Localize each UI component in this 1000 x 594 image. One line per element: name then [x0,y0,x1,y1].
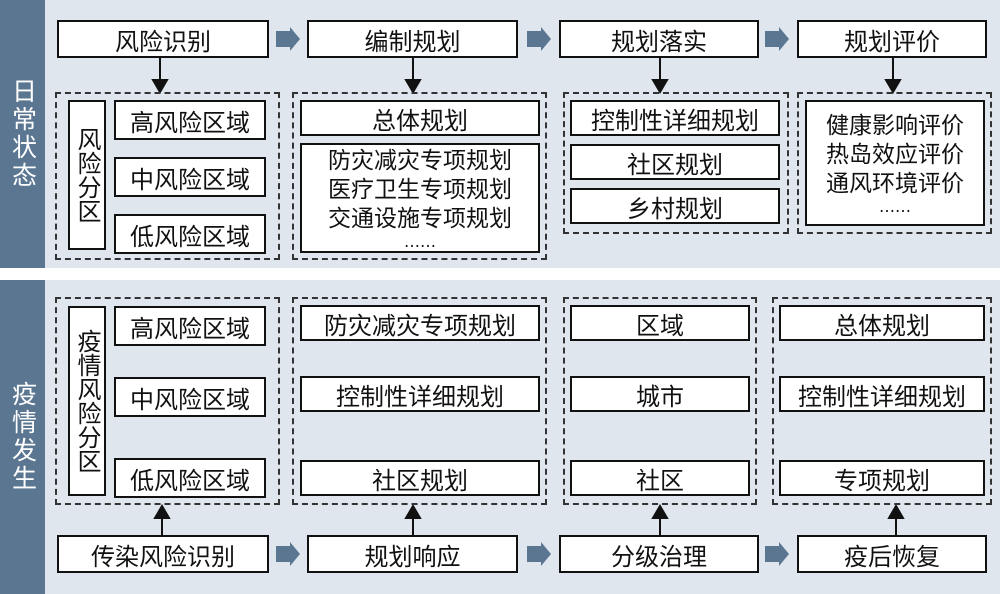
bottom-plan-response-group [292,297,547,505]
normal-state-label: 日常状态 [0,0,45,268]
footer-infection-risk-identification: 传染风险识别 [57,535,269,573]
top-special-plans-list: 防灾减灾专项规划 医疗卫生专项规划 交通设施专项规划 …… [300,143,540,253]
bottom-epidemic-zoning-group [55,297,280,505]
top-evaluation-list: 健康影响评价 热岛效应评价 通风环境评价 …… [805,100,985,226]
bottom-low-risk-zone: 低风险区域 [114,458,266,498]
bottom-recovery-group [772,297,992,505]
top-plan-evaluation-group [797,92,992,234]
bottom-detailed-control-plan-2: 控制性详细规划 [779,376,985,412]
top-detailed-control-plan: 控制性详细规划 [570,100,780,136]
header-risk-identification: 风险识别 [57,20,269,58]
footer-plan-response: 规划响应 [307,535,518,573]
special-plan-transport: 交通设施专项规划 [328,205,512,232]
top-rural-plan: 乡村规划 [570,188,780,224]
bottom-master-plan: 总体规划 [779,305,985,341]
top-plan-implementation-group [563,92,789,234]
bottom-region: 区域 [570,305,750,341]
bottom-detailed-control-plan: 控制性详细规划 [300,376,540,412]
bottom-epidemic-zoning-label: 疫情风险分区 [68,306,106,496]
top-plan-compilation-group [292,92,547,260]
header-plan-evaluation: 规划评价 [797,20,987,58]
bottom-disaster-plan: 防灾减灾专项规划 [300,305,540,341]
bottom-medium-risk-zone: 中风险区域 [114,377,266,417]
top-low-risk-zone: 低风险区域 [114,214,266,254]
bottom-community-plan: 社区规划 [300,460,540,496]
top-medium-risk-zone: 中风险区域 [114,157,266,197]
epidemic-state-label: 疫情发生 [0,280,45,594]
bottom-tiered-governance-group [563,297,757,505]
bottom-special-plan: 专项规划 [779,460,985,496]
footer-tiered-governance: 分级治理 [559,535,759,573]
special-plan-medical: 医疗卫生专项规划 [328,176,512,203]
top-community-plan: 社区规划 [570,144,780,180]
footer-post-epidemic-recovery: 疫后恢复 [797,535,987,573]
top-risk-zoning-group [55,92,280,260]
eval-heat-island: 热岛效应评价 [826,141,964,168]
eval-ventilation: 通风环境评价 [826,170,964,197]
top-risk-zoning-label: 风险分区 [68,100,106,250]
top-master-plan: 总体规划 [300,100,540,136]
special-plan-ellipsis: …… [404,231,436,251]
eval-ellipsis: …… [879,196,911,216]
bottom-community: 社区 [570,460,750,496]
header-plan-compilation: 编制规划 [307,20,518,58]
top-high-risk-zone: 高风险区域 [114,100,266,140]
eval-health-impact: 健康影响评价 [826,112,964,139]
bottom-high-risk-zone: 高风险区域 [114,306,266,346]
header-plan-implementation: 规划落实 [559,20,759,58]
bottom-city: 城市 [570,376,750,412]
special-plan-disaster: 防灾减灾专项规划 [328,147,512,174]
